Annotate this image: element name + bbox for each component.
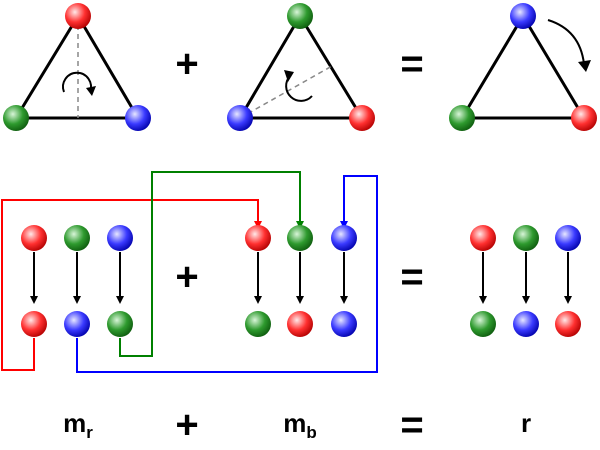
node-blue bbox=[107, 225, 133, 251]
triangle-r bbox=[449, 3, 597, 131]
route-blue bbox=[76, 175, 378, 373]
plus-symbol: + bbox=[175, 42, 198, 86]
rotation-arrowhead-icon bbox=[86, 86, 96, 96]
node-green bbox=[449, 105, 475, 131]
label-r: r bbox=[521, 408, 531, 438]
node-blue bbox=[510, 3, 536, 29]
node-red bbox=[571, 105, 597, 131]
node-red bbox=[21, 225, 47, 251]
label-mr: mr bbox=[63, 408, 93, 442]
node-green bbox=[3, 105, 29, 131]
node-blue bbox=[227, 105, 253, 131]
triangle-mr bbox=[3, 3, 151, 131]
node-red bbox=[245, 225, 271, 251]
node-green bbox=[64, 225, 90, 251]
mapping-mr bbox=[21, 225, 133, 337]
node-green bbox=[287, 3, 313, 29]
node-red bbox=[65, 3, 91, 29]
node-blue bbox=[64, 311, 90, 337]
node-red bbox=[21, 311, 47, 337]
rotation-arrowhead-icon bbox=[578, 60, 591, 72]
node-red bbox=[555, 311, 581, 337]
rotation-arc-icon bbox=[285, 75, 313, 102]
triangle-edges bbox=[13, 13, 141, 120]
node-blue bbox=[555, 225, 581, 251]
node-green bbox=[107, 311, 133, 337]
node-blue bbox=[513, 311, 539, 337]
node-green bbox=[287, 225, 313, 251]
node-green bbox=[513, 225, 539, 251]
node-blue bbox=[125, 105, 151, 131]
rotation-arc-icon bbox=[547, 19, 585, 65]
triangle-edges bbox=[237, 13, 365, 120]
node-red bbox=[349, 105, 375, 131]
rotation-arc-icon bbox=[62, 71, 92, 93]
node-blue bbox=[331, 225, 357, 251]
equals-symbol: = bbox=[400, 42, 423, 86]
mapping-mb bbox=[245, 225, 357, 337]
triangle-mb bbox=[227, 3, 375, 131]
plus-symbol: + bbox=[175, 403, 198, 447]
triangle-edges bbox=[459, 13, 587, 120]
node-red bbox=[470, 225, 496, 251]
node-green bbox=[245, 311, 271, 337]
label-mb: mb bbox=[283, 408, 317, 442]
plus-symbol: + bbox=[175, 255, 198, 299]
node-blue bbox=[331, 311, 357, 337]
route-red bbox=[1, 199, 262, 371]
equals-symbol: = bbox=[400, 403, 423, 447]
mapping-r bbox=[470, 225, 581, 337]
node-red bbox=[287, 311, 313, 337]
equals-symbol: = bbox=[400, 255, 423, 299]
node-green bbox=[470, 311, 496, 337]
route-green bbox=[119, 171, 304, 357]
rotation-arrowhead-icon bbox=[284, 70, 294, 82]
